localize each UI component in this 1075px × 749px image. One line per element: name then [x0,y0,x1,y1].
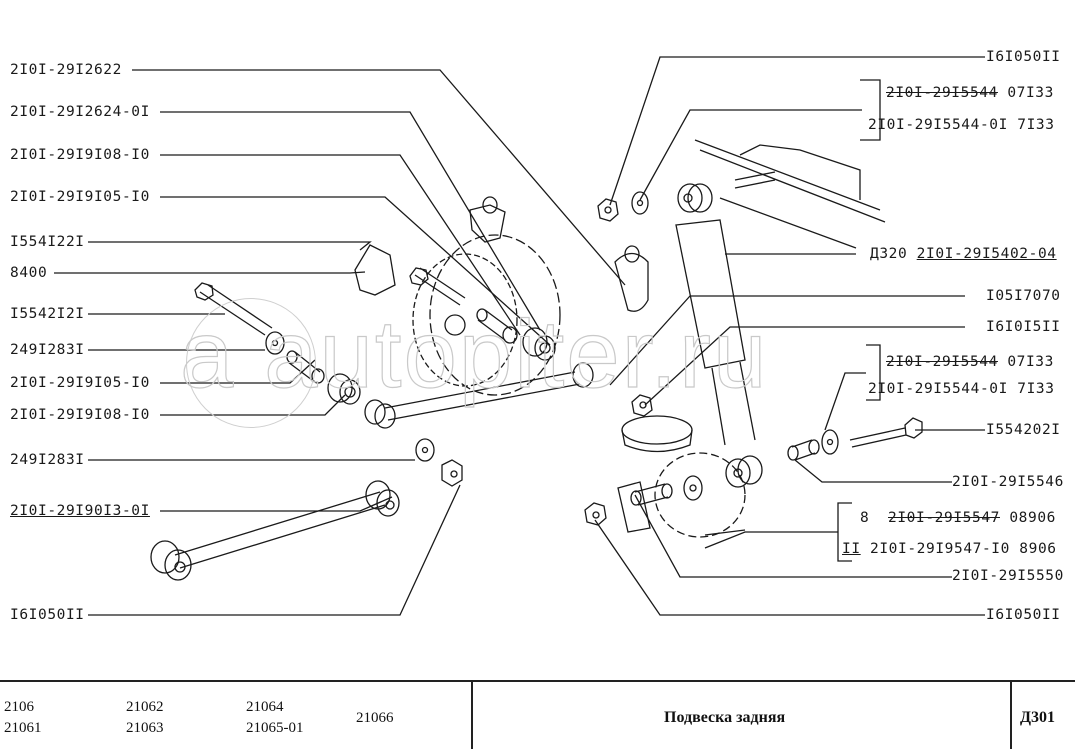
bolt-head [409,267,429,286]
nut [597,198,619,222]
leader-line [704,531,838,549]
axle-bracket [354,244,396,296]
washer [415,438,435,462]
leader-line [88,241,372,251]
part-label[interactable]: I05I7070 [986,288,1061,304]
leader-line [160,496,393,512]
brake-backing [429,234,561,396]
shock-absorber-rod [711,361,756,446]
rubber-bushing [522,327,548,357]
washer [631,191,649,215]
part-label[interactable]: 249I283I [10,342,85,358]
leader-line [160,154,521,336]
spring-seat [621,415,693,445]
bolt-head [904,417,923,439]
part-label[interactable]: I554202I [986,422,1061,438]
leader-line [639,109,862,201]
part-label[interactable]: I554I22I [10,234,85,250]
bolt [849,427,907,448]
model-number: 21065-01 [246,720,304,736]
spacer-sleeve [634,483,669,506]
leader-line [609,295,965,386]
leader-line [594,519,985,616]
parts-diagram: a autopiter.ru 2I0I-29I2622 2I0I-29I2624… [10,49,1064,623]
leader-line [719,197,857,249]
part-label[interactable]: 249I283I [10,452,85,468]
part-label-superseded[interactable]: 2I0I-29I5544 07I33 [886,354,1054,370]
leader-line [160,111,541,331]
nut [631,394,653,417]
part-label[interactable]: 2I0I-29I2624-0I [10,104,150,120]
part-label[interactable]: 2I0I-29I5546 [952,474,1064,490]
bolt [414,267,466,306]
model-number: 21063 [126,720,164,736]
part-label[interactable]: 2I0I-29I5550 [952,568,1064,584]
model-number: 21062 [126,699,164,715]
exploded-view-drawing [54,56,985,616]
title-block: 2106 21061 21062 21063 21064 21065-01 21… [0,680,1075,749]
hub-center [444,314,466,336]
lower-link-rod [174,491,386,569]
section-title: Подвеска задняя [664,709,786,726]
leader-line [160,359,316,384]
nut [584,502,607,526]
part-label[interactable]: 2I0I-29I9I08-I0 [10,407,150,423]
bolt-head [194,282,214,301]
washer [265,331,285,355]
leader-line [866,344,881,401]
part-label[interactable]: I5542I2I [10,306,85,322]
part-label[interactable]: I6I050II [10,607,85,623]
part-label-superseded[interactable]: 2I0I-29I5544 07I33 [886,85,1054,101]
divider [471,682,473,749]
part-label[interactable]: 2I0I-29I90I3-0I [10,503,150,519]
part-label[interactable]: Д320 2I0I-29I5402-04 [870,246,1057,262]
model-number: 21066 [356,710,394,726]
bolt [199,284,273,336]
washer [821,429,839,455]
upper-link-rod [384,371,581,421]
part-label[interactable]: 2I0I-29I9I05-I0 [10,375,150,391]
leader-line [860,79,881,141]
part-label[interactable]: I6I050II [986,49,1061,65]
leader-line [824,372,866,431]
model-number: 21061 [4,720,42,736]
leader-line [160,394,346,416]
part-label[interactable]: II 2I0I-29I9547-I0 8906 [842,541,1057,557]
spacer-sleeve [791,439,816,461]
part-label[interactable]: 2I0I-29I5544-0I 7I33 [868,381,1055,397]
spacer-sleeve [477,309,513,341]
leader-line [794,459,952,483]
page-code: Д301 [1020,709,1056,726]
leader-line [609,56,985,206]
bump-stop [469,204,506,243]
leader-line [54,271,366,274]
lower-mount-bracket [617,481,651,533]
divider [1010,682,1012,749]
part-label[interactable]: 2I0I-29I5544-0I 7I33 [868,117,1055,133]
part-label[interactable]: 2I0I-29I9I08-I0 [10,147,150,163]
body-bracket [694,139,886,223]
model-number: 21064 [246,699,284,715]
shock-absorber-body [675,219,746,369]
nut [441,459,463,487]
part-label[interactable]: I6I0I5II [986,319,1061,335]
part-label[interactable]: 8400 [10,265,48,281]
model-number: 2106 [4,699,34,715]
leader-line [132,69,626,286]
part-label[interactable]: I6I050II [986,607,1061,623]
bump-stop [614,252,649,312]
part-label[interactable]: 2I0I-29I2622 [10,62,122,78]
leader-line [634,494,952,578]
leader-line [88,484,461,616]
part-label-superseded[interactable]: 8 2I0I-29I5547 08906 [860,510,1056,526]
spacer-sleeve [287,351,321,381]
leader-line [160,196,551,346]
leader-line [644,326,965,406]
part-label[interactable]: 2I0I-29I9I05-I0 [10,189,150,205]
